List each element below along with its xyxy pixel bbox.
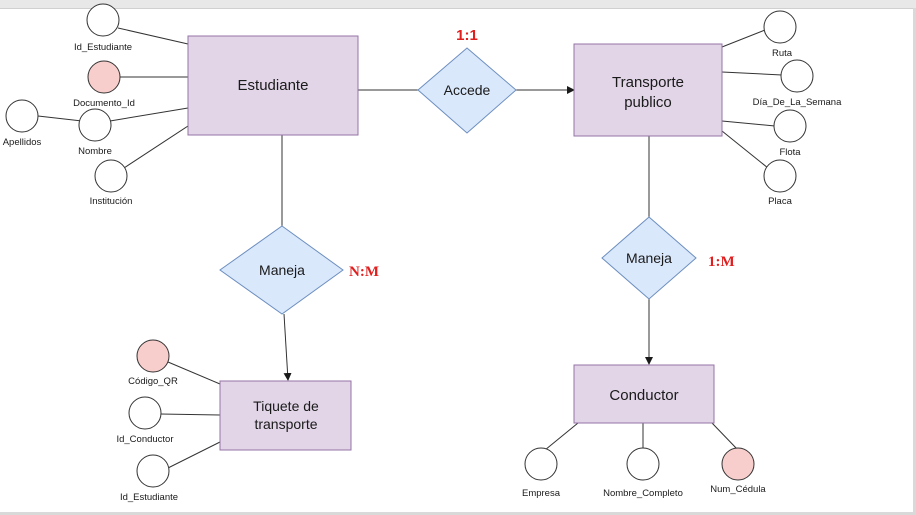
cardinality-maneja-right: 1:M bbox=[708, 254, 735, 270]
cardinality-maneja-left: N:M bbox=[349, 264, 379, 280]
attr-id-conductor[interactable]: Id_Conductor bbox=[116, 396, 174, 445]
attr-empresa[interactable]: Empresa bbox=[522, 447, 561, 499]
attr-placa-label: Placa bbox=[768, 196, 792, 207]
attr-codigo-qr[interactable]: Código_QR bbox=[128, 339, 178, 387]
attr-placa[interactable]: Placa bbox=[763, 159, 797, 207]
attr-id-estudiante-tiquete[interactable]: Id_Estudiante bbox=[120, 454, 178, 503]
line-id-conductor bbox=[159, 413, 221, 416]
attr-id-conductor-label: Id_Conductor bbox=[116, 434, 173, 445]
line-codigo-qr bbox=[167, 361, 221, 385]
line-id-estudiante bbox=[117, 27, 189, 45]
attr-num-cedula[interactable]: Num_Cédula bbox=[710, 447, 766, 495]
attr-documento-id-label: Documento_Id bbox=[73, 98, 135, 109]
connectors bbox=[37, 27, 783, 469]
line-empresa bbox=[544, 422, 579, 451]
window-top-bar bbox=[0, 0, 916, 9]
attr-institucion[interactable]: Institución bbox=[90, 159, 133, 207]
attr-nombre[interactable]: Nombre bbox=[78, 108, 112, 157]
relation-accede-label: Accede bbox=[444, 82, 491, 98]
attr-ruta-label: Ruta bbox=[772, 48, 793, 59]
vertical-scrollbar[interactable] bbox=[913, 8, 916, 515]
entity-transporte-label-line2: publico bbox=[624, 94, 672, 111]
attr-flota-label: Flota bbox=[779, 147, 801, 158]
entity-estudiante[interactable]: Estudiante bbox=[187, 35, 359, 136]
line-maneja-tiquete bbox=[283, 313, 292, 381]
cardinality-accede: 1:1 bbox=[456, 27, 478, 44]
line-num-cedula bbox=[711, 422, 739, 451]
attr-num-cedula-label: Num_Cédula bbox=[710, 484, 766, 495]
relation-accede[interactable]: Accede bbox=[417, 47, 517, 134]
line-apellidos bbox=[37, 115, 83, 122]
horizontal-scrollbar[interactable] bbox=[0, 512, 916, 515]
relation-maneja-left-label: Maneja bbox=[259, 262, 305, 278]
attr-nombre-label: Nombre bbox=[78, 146, 112, 157]
attr-dia-semana-label: Día_De_La_Semana bbox=[753, 97, 842, 108]
entity-conductor[interactable]: Conductor bbox=[573, 364, 715, 424]
attr-codigo-qr-label: Código_QR bbox=[128, 376, 178, 387]
entity-estudiante-label: Estudiante bbox=[238, 77, 309, 94]
attr-empresa-label: Empresa bbox=[522, 488, 561, 499]
attr-institucion-label: Institución bbox=[90, 196, 133, 207]
entity-conductor-label: Conductor bbox=[609, 387, 678, 404]
attr-nombre-completo[interactable]: Nombre_Completo bbox=[603, 447, 683, 499]
attr-id-estudiante[interactable]: Id_Estudiante bbox=[74, 3, 132, 53]
attr-ruta[interactable]: Ruta bbox=[763, 10, 797, 59]
entity-transporte-label-line1: Transporte bbox=[612, 74, 684, 91]
attr-id-estudiante-tiquete-label: Id_Estudiante bbox=[120, 492, 178, 503]
entity-tiquete-de-transporte[interactable]: Tiquete de transporte bbox=[219, 380, 352, 451]
line-institucion bbox=[123, 125, 189, 169]
line-ruta bbox=[721, 29, 766, 48]
entity-transporte-publico[interactable]: Transporte publico bbox=[573, 43, 723, 137]
line-placa bbox=[721, 130, 769, 169]
entity-tiquete-label-line1: Tiquete de bbox=[253, 398, 319, 414]
relation-maneja-left[interactable]: Maneja bbox=[219, 225, 344, 315]
relation-maneja-right-label: Maneja bbox=[626, 250, 672, 266]
attr-documento-id[interactable]: Documento_Id bbox=[73, 60, 135, 109]
line-flota bbox=[721, 120, 776, 127]
attr-apellidos-label: Apellidos bbox=[3, 137, 42, 148]
line-id-estudiante-tiquete bbox=[167, 441, 221, 469]
entity-tiquete-label-line2: transporte bbox=[254, 416, 317, 432]
attr-flota[interactable]: Flota bbox=[773, 109, 807, 158]
line-nombre bbox=[109, 107, 189, 122]
attr-dia-de-la-semana[interactable]: Día_De_La_Semana bbox=[753, 59, 842, 108]
attr-apellidos[interactable]: Apellidos bbox=[3, 99, 42, 148]
relation-maneja-right[interactable]: Maneja bbox=[601, 216, 697, 300]
line-dia-semana bbox=[721, 71, 783, 76]
attr-id-estudiante-label: Id_Estudiante bbox=[74, 42, 132, 53]
attr-nombre-completo-label: Nombre_Completo bbox=[603, 488, 683, 499]
